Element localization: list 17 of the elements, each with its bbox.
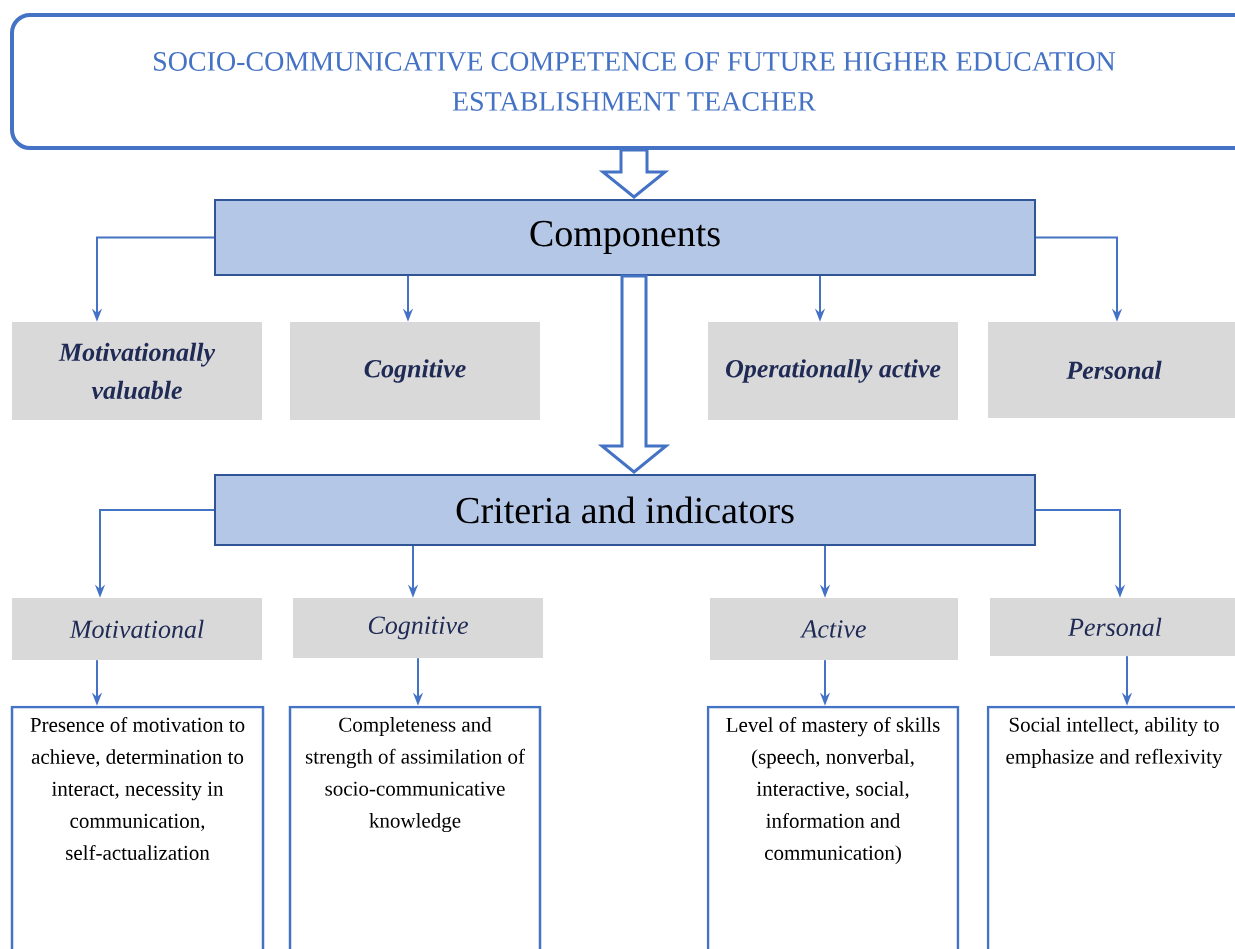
component-box: Motivationally valuable	[12, 322, 262, 420]
indicator-box: Completeness and strength of assimilation of socio-communicative knowledge	[288, 705, 542, 949]
criterion-box: Motivational	[12, 598, 262, 660]
indicator-box: Social intellect, ability to emphasize and reflexivity	[986, 705, 1235, 949]
indicator-box: Level of mastery of skills (speech, nonverbal, interactive, social, information and communication)	[706, 705, 960, 949]
criterion-box: Personal	[990, 598, 1235, 656]
indicator-box: Presence of motivation to achieve, determination to interact, necessity in communication, self-actualization	[10, 705, 265, 949]
block-arrow	[597, 274, 671, 474]
block-arrow	[598, 148, 670, 199]
component-box: Personal	[988, 322, 1235, 418]
component-box: Cognitive	[290, 322, 540, 420]
criterion-box: Cognitive	[293, 598, 543, 658]
component-box: Operationally active	[708, 322, 958, 420]
criterion-box: Active	[710, 598, 958, 660]
header-box: Criteria and indicators	[214, 474, 1036, 546]
title-box: SOCIO-COMMUNICATIVE COMPETENCE OF FUTURE HIGHER EDUCATION ESTABLISHMENT TEACHER	[10, 13, 1235, 150]
header-box: Components	[214, 199, 1036, 276]
